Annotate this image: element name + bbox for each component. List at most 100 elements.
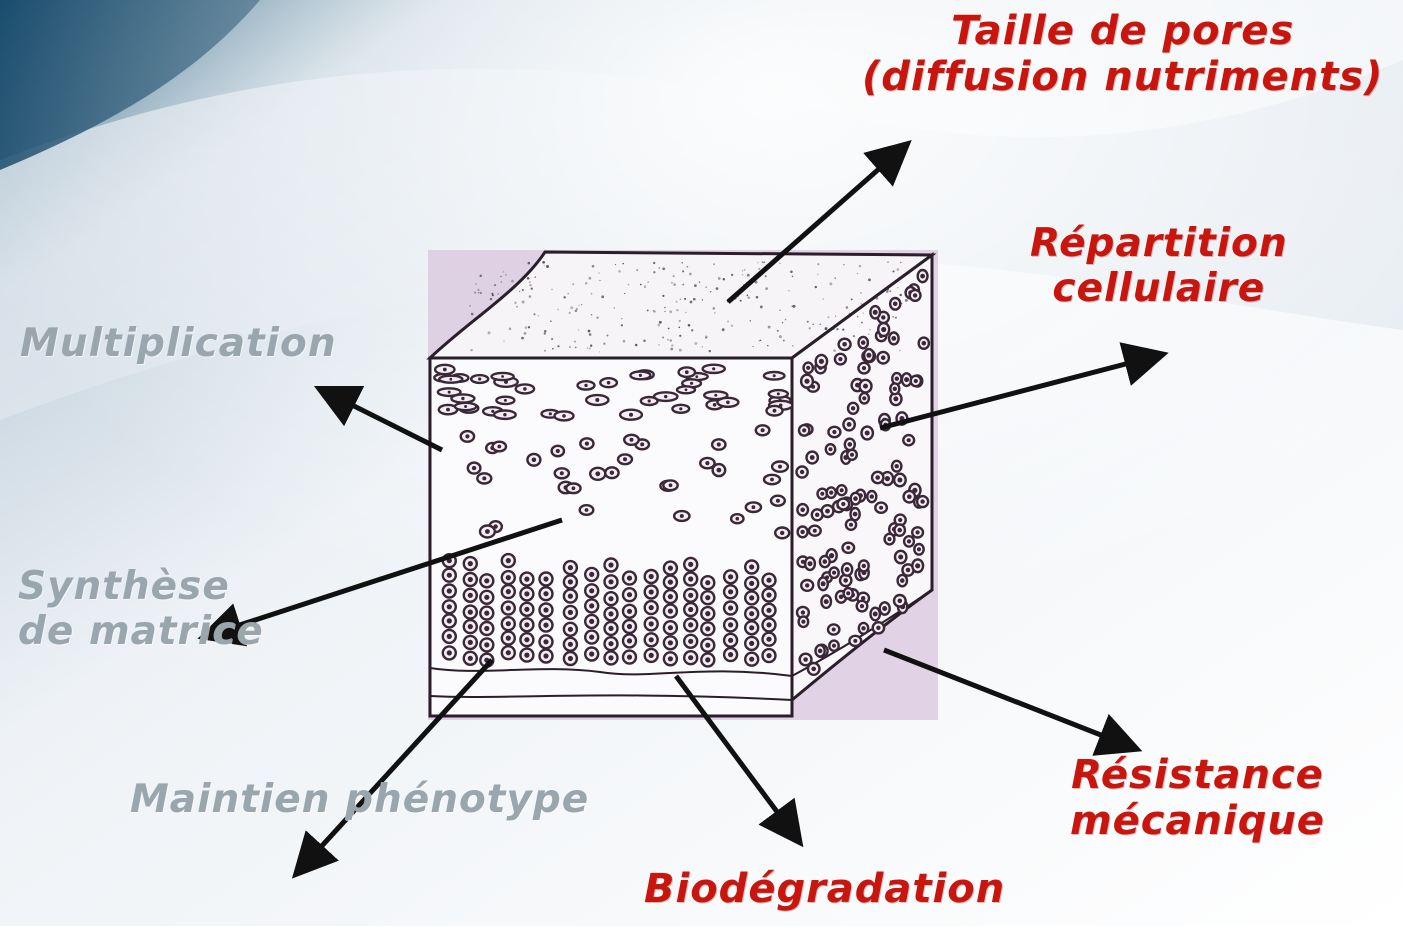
label-cell-distribution-line1: Répartition xyxy=(1030,222,1288,267)
cell-nucleus xyxy=(649,605,654,610)
texture-dot xyxy=(768,326,771,329)
cell-nucleus xyxy=(873,310,878,315)
cell-nucleus xyxy=(804,379,809,384)
cell-nucleus xyxy=(876,626,880,630)
cell-nucleus xyxy=(608,655,613,660)
cell-nucleus xyxy=(482,476,486,480)
texture-dot xyxy=(673,275,675,277)
cell-nucleus xyxy=(849,523,853,527)
texture-dot xyxy=(624,293,625,294)
texture-dot xyxy=(710,291,711,292)
texture-dot xyxy=(740,300,742,302)
cell-nucleus xyxy=(705,643,710,648)
cell-nucleus xyxy=(506,621,511,626)
texture-dot xyxy=(494,284,496,286)
cell-nucleus xyxy=(749,581,754,586)
texture-dot xyxy=(563,296,565,298)
texture-dot xyxy=(519,291,520,292)
cell-nucleus xyxy=(829,491,833,495)
texture-dot xyxy=(898,277,899,278)
texture-dot xyxy=(497,293,499,295)
cell-nucleus xyxy=(556,449,560,453)
texture-dot xyxy=(671,344,673,346)
texture-dot xyxy=(869,329,870,330)
cell-nucleus xyxy=(484,611,489,616)
cell-nucleus xyxy=(664,395,667,398)
texture-dot xyxy=(714,312,715,313)
cell-nucleus xyxy=(780,531,784,535)
cell-nucleus xyxy=(728,622,733,627)
cell-nucleus xyxy=(916,530,920,534)
cell-nucleus xyxy=(778,465,782,469)
texture-dot xyxy=(482,311,484,313)
texture-dot xyxy=(853,335,855,337)
texture-dot xyxy=(688,324,691,327)
texture-dot xyxy=(598,272,599,273)
cell-nucleus xyxy=(853,496,858,501)
texture-dot xyxy=(687,266,689,268)
cell-nucleus xyxy=(543,653,548,658)
texture-dot xyxy=(808,327,810,329)
texture-dot xyxy=(722,328,725,331)
cell-nucleus xyxy=(690,382,693,385)
cell-nucleus xyxy=(717,442,721,446)
cell-nucleus xyxy=(895,464,899,468)
cell-nucleus xyxy=(608,641,613,646)
cell-nucleus xyxy=(449,378,452,381)
cell-nucleus xyxy=(846,546,850,550)
texture-dot xyxy=(747,274,750,277)
cell-nucleus xyxy=(524,637,529,642)
cell-nucleus xyxy=(688,655,693,660)
cell-nucleus xyxy=(829,553,834,558)
texture-dot xyxy=(887,261,889,263)
cell-nucleus xyxy=(484,595,489,600)
cell-nucleus xyxy=(668,625,673,630)
texture-dot xyxy=(693,298,696,301)
cell-nucleus xyxy=(468,561,473,566)
texture-dot xyxy=(575,347,577,349)
texture-dot xyxy=(533,313,535,315)
cell-nucleus xyxy=(649,589,654,594)
cell-nucleus xyxy=(821,581,826,586)
cell-nucleus xyxy=(726,401,730,405)
texture-dot xyxy=(713,307,716,310)
cell-nucleus xyxy=(648,399,651,402)
texture-dot xyxy=(524,332,527,335)
texture-dot xyxy=(570,306,573,309)
texture-dot xyxy=(731,274,733,276)
texture-dot xyxy=(606,334,608,336)
cell-nucleus xyxy=(589,572,594,577)
cell-nucleus xyxy=(649,621,654,626)
texture-dot xyxy=(653,271,655,273)
texture-dot xyxy=(825,327,828,330)
texture-dot xyxy=(477,289,479,291)
texture-dot xyxy=(657,324,660,327)
texture-dot xyxy=(590,345,592,347)
texture-dot xyxy=(747,295,749,297)
texture-dot xyxy=(863,313,864,314)
texture-dot xyxy=(765,287,768,290)
cell-nucleus xyxy=(503,413,506,416)
cell-nucleus xyxy=(766,578,771,583)
texture-dot xyxy=(618,270,620,272)
texture-dot xyxy=(544,265,545,266)
cell-nucleus xyxy=(813,529,817,533)
texture-dot xyxy=(689,273,692,276)
texture-dot xyxy=(567,293,569,295)
texture-dot xyxy=(509,328,512,331)
texture-dot xyxy=(531,288,533,290)
cell-nucleus xyxy=(853,639,857,643)
label-mechanical-resistance-line1: Résistance xyxy=(1070,752,1325,798)
texture-dot xyxy=(790,271,793,274)
texture-dot xyxy=(860,292,862,294)
texture-dot xyxy=(713,263,715,265)
texture-dot xyxy=(614,307,615,308)
cell-nucleus xyxy=(875,475,880,480)
cell-nucleus xyxy=(595,471,600,476)
texture-dot xyxy=(615,264,616,265)
cell-nucleus xyxy=(705,626,710,631)
cell-nucleus xyxy=(447,588,452,593)
cell-nucleus xyxy=(506,636,511,641)
texture-dot xyxy=(528,326,530,328)
